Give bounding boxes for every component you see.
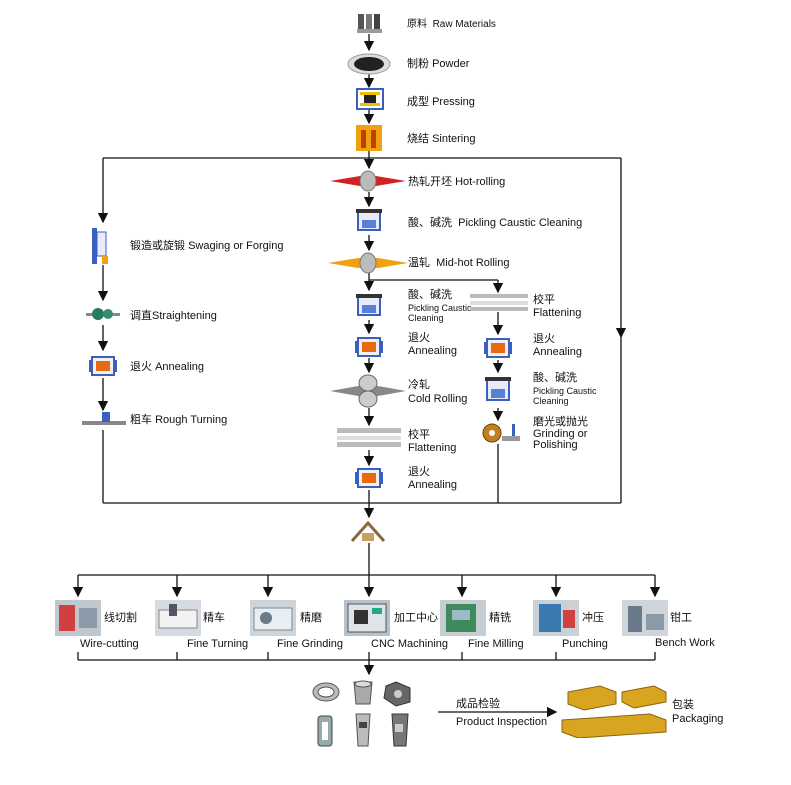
bench-work-cn: 钳工 xyxy=(670,612,692,624)
bench-work-icon xyxy=(622,600,668,641)
mid-hot-rolling-icon xyxy=(328,252,408,279)
mid-hot-rolling-label: 温轧 Mid-hot Rolling xyxy=(408,257,510,269)
swaging-icon xyxy=(90,228,110,269)
rough-turning-label: 粗车 Rough Turning xyxy=(130,414,228,426)
wire-cutting-en: Wire-cutting xyxy=(80,638,139,650)
fine-turning-cn: 精车 xyxy=(203,612,225,624)
pickling-tank-icon xyxy=(356,208,382,239)
sintering-label: 烧结 Sintering xyxy=(407,133,476,145)
sintering-icon xyxy=(355,124,383,157)
right-flattening-label-en: Flattening xyxy=(533,307,582,319)
wire-cutting-machine-icon xyxy=(55,600,101,641)
inspection-label-cn: 成品检验 xyxy=(456,698,500,710)
right-pickling-label-en1: Pickling Caustic xyxy=(533,386,597,396)
cold-rolling-icon xyxy=(330,374,406,413)
punching-machine-icon xyxy=(533,600,579,641)
grinding-label-en2: Polishing xyxy=(533,439,578,451)
pickling-label-2-cn: 酸、碱洗 xyxy=(408,289,452,301)
swaging-label: 锻造或旋锻 Swaging or Forging xyxy=(130,240,284,252)
powder-label: 制粉 Powder xyxy=(407,58,470,70)
powder-icon xyxy=(347,52,391,81)
rough-turning-icon xyxy=(82,412,126,433)
wire-cutting-cn: 线切割 xyxy=(104,612,137,624)
punching-en: Punching xyxy=(562,638,608,650)
pressing-label: 成型 Pressing xyxy=(407,96,475,108)
cnc-machining-center-icon xyxy=(344,600,390,641)
cold-rolling-label-cn: 冷轧 xyxy=(408,379,430,391)
product-hub-icon xyxy=(348,519,388,550)
grinding-label-en1: Grinding or xyxy=(533,428,588,440)
annealing-label-1-cn: 退火 xyxy=(408,332,430,344)
fine-milling-cn: 精铣 xyxy=(489,612,511,624)
hot-rolling-label: 热轧开坯 Hot-rolling xyxy=(408,176,506,188)
fine-grinding-machine-icon xyxy=(250,600,296,641)
hot-rolling-icon xyxy=(330,170,406,197)
fine-milling-machine-icon xyxy=(440,600,486,641)
flattening-label-cn: 校平 xyxy=(408,429,430,441)
annealing-furnace-icon xyxy=(355,336,383,363)
fine-grinding-en: Fine Grinding xyxy=(277,638,344,650)
fine-turning-en: Fine Turning xyxy=(187,638,249,650)
annealing-furnace-icon xyxy=(484,337,512,364)
straightening-icon xyxy=(86,303,120,330)
packaging-boxes-icon xyxy=(560,682,670,743)
raw-materials-icon xyxy=(357,12,383,39)
pickling-label-1: 酸、碱洗 Pickling Caustic Cleaning xyxy=(408,217,583,229)
right-annealing-label-cn: 退火 xyxy=(533,333,555,345)
cnc-machining-en: CNC Machining xyxy=(371,638,449,650)
raw-materials-label: 原料 Raw Materials xyxy=(407,19,496,30)
inspection-label-en: Product Inspection xyxy=(456,716,548,728)
right-pickling-label-cn: 酸、碱洗 xyxy=(533,372,577,384)
annealing-label-2-cn: 退火 xyxy=(408,466,430,478)
right-annealing-label-en: Annealing xyxy=(533,346,582,358)
pressing-icon xyxy=(356,88,384,115)
finished-parts-icon xyxy=(310,678,420,755)
left-annealing-label: 退火 Annealing xyxy=(130,361,204,373)
straightening-label: 调直Straightening xyxy=(130,310,217,322)
cold-rolling-label-en: Cold Rolling xyxy=(408,393,468,405)
right-pickling-label-en2: Cleaning xyxy=(533,396,569,406)
punching-cn: 冲压 xyxy=(582,612,604,624)
annealing-label-2-en: Annealing xyxy=(408,479,457,491)
packaging-label-cn: 包装 xyxy=(672,699,694,711)
flattening-label-en: Flattening xyxy=(408,442,457,454)
flattening-icon xyxy=(337,428,401,453)
annealing-label-1-en: Annealing xyxy=(408,345,457,357)
bench-work-en: Bench Work xyxy=(655,637,715,649)
fine-milling-en: Fine Milling xyxy=(468,638,524,650)
pickling-label-2-en1: Pickling Caustic xyxy=(408,303,472,313)
right-flattening-label-cn: 校平 xyxy=(533,294,555,306)
annealing-furnace-icon xyxy=(89,355,117,382)
pickling-tank-icon xyxy=(485,376,511,409)
flattening-icon xyxy=(470,294,528,317)
pickling-tank-icon xyxy=(356,293,382,324)
grinding-label-cn: 磨光或抛光 xyxy=(533,416,588,428)
fine-grinding-cn: 精磨 xyxy=(300,612,322,624)
packaging-label-en: Packaging xyxy=(672,713,724,725)
cnc-machining-cn: 加工中心 xyxy=(394,612,438,624)
grinding-icon xyxy=(482,422,522,449)
annealing-furnace-icon xyxy=(355,467,383,494)
pickling-label-2-en2: Cleaning xyxy=(408,313,444,323)
fine-turning-machine-icon xyxy=(155,600,201,641)
